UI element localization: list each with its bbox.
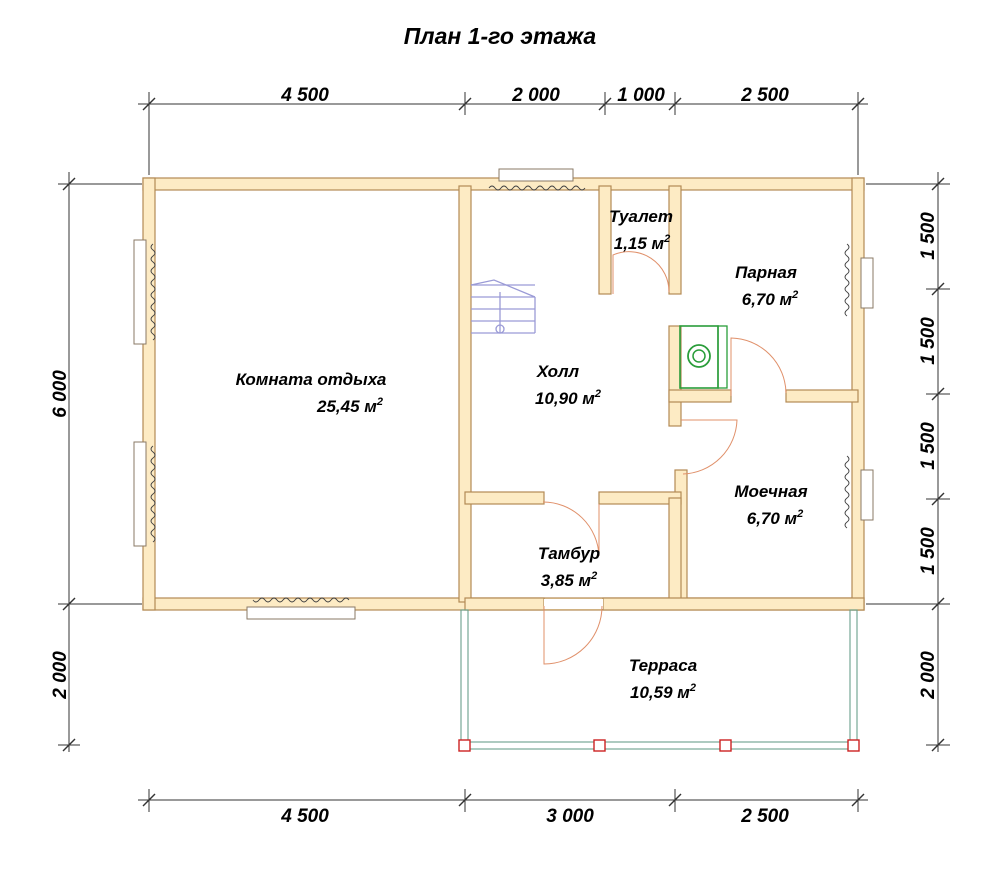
dim-top-1: 4 500 xyxy=(280,85,329,106)
dimension-right: 1 500 1 500 1 500 1 500 2 000 xyxy=(866,172,950,752)
room-wash-name: Моечная xyxy=(734,482,807,501)
room-hall-name: Холл xyxy=(536,362,580,381)
wall-steam-wash-a xyxy=(668,389,732,403)
dim-right-2: 1 500 xyxy=(918,317,939,365)
wall-hall-vest-a xyxy=(464,491,545,505)
walls xyxy=(142,177,865,611)
dim-right-1: 1 500 xyxy=(918,212,939,260)
terrace-post xyxy=(593,739,606,752)
room-terrace-name: Терраса xyxy=(629,656,697,675)
wall-vestibule-east xyxy=(668,497,682,605)
room-vestibule-name: Тамбур xyxy=(538,544,600,563)
room-rest-area: 25,45 м2 xyxy=(316,396,383,416)
room-wash-area: 6,70 м2 xyxy=(747,508,804,528)
dim-bottom-1: 4 500 xyxy=(280,806,329,827)
dimension-left: 6 000 2 000 xyxy=(50,172,142,752)
wall-rest-hall xyxy=(458,185,472,603)
dim-top-3: 1 000 xyxy=(617,85,665,106)
wall-steam-wash-b xyxy=(785,389,859,403)
door-hall-vestibule xyxy=(542,501,600,557)
terrace-post xyxy=(458,739,471,752)
terrace-post xyxy=(719,739,732,752)
window-west-upper xyxy=(133,239,156,345)
dim-right-5: 2 000 xyxy=(918,651,939,700)
stove-icon xyxy=(679,325,728,389)
dim-bottom-2: 3 000 xyxy=(546,806,594,827)
wall-toilet-west xyxy=(598,185,612,295)
window-east-wash xyxy=(844,455,874,529)
room-terrace-area: 10,59 м2 xyxy=(630,682,696,702)
wall-vest-terrace-a xyxy=(464,597,545,611)
door-wash xyxy=(681,419,738,475)
dimension-bottom: 4 500 3 000 2 500 xyxy=(138,789,868,827)
door-openings xyxy=(544,599,603,609)
window-west-lower xyxy=(133,441,156,547)
window-north-hall xyxy=(488,168,586,191)
room-steam-area: 6,70 м2 xyxy=(742,289,799,309)
dim-left-2: 2 000 xyxy=(50,651,71,700)
dimension-top: 4 500 2 000 1 000 2 500 xyxy=(138,85,868,175)
dim-right-4: 1 500 xyxy=(918,527,939,575)
wall-vest-terrace-b xyxy=(602,597,865,611)
room-labels: Комната отдыха 25,45 м2 Холл 10,90 м2 Ту… xyxy=(236,207,808,702)
dim-right-3: 1 500 xyxy=(918,422,939,470)
terrace-post xyxy=(847,739,860,752)
door-toilet xyxy=(612,251,670,294)
windows xyxy=(133,168,874,620)
dim-bottom-3: 2 500 xyxy=(740,806,789,827)
room-toilet-name: Туалет xyxy=(609,207,673,226)
terrace-railing xyxy=(458,609,860,752)
door-steam xyxy=(730,337,787,396)
room-rest-name: Комната отдыха xyxy=(236,370,387,389)
stairs xyxy=(470,279,536,334)
room-steam-name: Парная xyxy=(735,263,797,282)
room-vestibule-area: 3,85 м2 xyxy=(541,570,598,590)
wall-toilet-east xyxy=(668,185,682,295)
window-east-steam xyxy=(844,243,874,317)
room-hall-area: 10,90 м2 xyxy=(535,388,601,408)
plan-title: План 1-го этажа xyxy=(404,23,597,49)
door-terrace xyxy=(543,605,603,665)
room-toilet-area: 1,15 м2 xyxy=(614,233,671,253)
window-south-rest xyxy=(246,597,356,620)
doors xyxy=(542,251,787,665)
dim-top-2: 2 000 xyxy=(511,85,560,106)
dim-left-1: 6 000 xyxy=(50,370,71,418)
dim-top-4: 2 500 xyxy=(740,85,789,106)
